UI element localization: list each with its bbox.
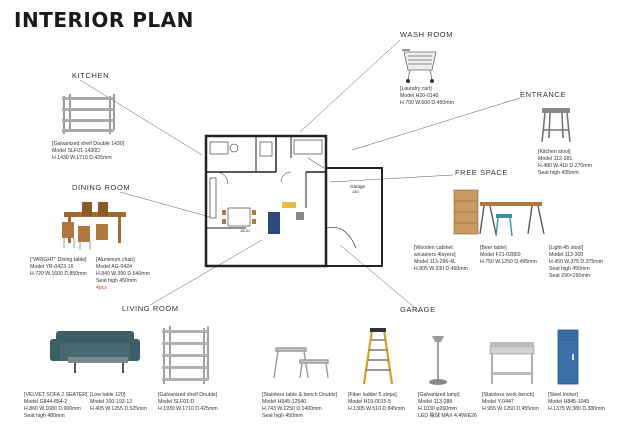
- caption-galvanized-shelf-1430: [Galvanized shelf Double 1430] Model SLF…: [52, 141, 125, 162]
- galvanized-lamp-image: [429, 336, 447, 385]
- caption-steel-locker: [Steel locker] Model H845-1045 H.1375 W.…: [548, 392, 605, 413]
- caption-galvanized-lamp: [Galvanized lamp] Model 113-288 H.1030 φ…: [418, 392, 477, 420]
- stainless-workbench-image: [489, 342, 535, 384]
- dining-leader: [119, 191, 211, 218]
- garage-leader: [339, 244, 421, 313]
- velvet-sofa-image: [50, 331, 140, 373]
- svg-text:18.3J: 18.3J: [240, 228, 250, 233]
- living-leader: [149, 239, 263, 306]
- section-free-space: FREE SPACE: [455, 168, 508, 177]
- caption-fiber-ladder: [Fiber ladder 5 steps] Model H19-0015-5 …: [348, 392, 405, 413]
- caption-aluminum-chair: [Aluminum chair] Model AG-0424 H.840 W.3…: [96, 257, 150, 292]
- caption-wooden-cabinet: [Wooden cabinet w/casters 4layers] Model…: [414, 245, 468, 273]
- free-space-furniture-image: [453, 189, 545, 237]
- svg-text:140: 140: [352, 189, 359, 194]
- plan-sofa: [268, 212, 280, 234]
- fiber-ladder-image: [362, 328, 394, 385]
- section-dining-room: DINING ROOM: [72, 183, 131, 192]
- caption-beer-table: [Beer table] Model F21-02869 H.750 W.125…: [480, 245, 537, 266]
- floor-plan: Garage 140 18.3J: [204, 134, 383, 268]
- caption-stainless-table-bench: [Stainless table & bench Double] Model H…: [262, 392, 337, 420]
- caption-velvet-sofa: [VELVET SOFA 2 SEATER] Model G844-854-2 …: [24, 392, 88, 420]
- caption-laundry-cart: [Laundry cart] Model H20-0140 H.700 W.60…: [400, 86, 454, 107]
- galvanized-shelf-double-image: [162, 326, 209, 384]
- kitchen-stool-image: [541, 108, 571, 143]
- page-title: INTERIOR PLAN: [14, 8, 194, 32]
- plan-dining-table: [227, 207, 251, 227]
- stainless-table-bench-image: [273, 347, 329, 379]
- caption-kitchen-stool: [Kitchen stool] Model 112-281 H.480 W.41…: [538, 149, 592, 177]
- caption-stainless-workbench: [Stainless work bench] Model Y-0447 H.95…: [482, 392, 539, 413]
- plan-furniture-yellow: [282, 202, 296, 208]
- kitchen-leader: [79, 79, 203, 156]
- caption-wright-table: ["WRIGHT" Dining table] Model YR-0423-16…: [30, 257, 87, 278]
- plan-garage-label: Garage: [350, 184, 366, 189]
- galvanized-shelf-1430-image: [62, 94, 115, 134]
- freespace-leader: [329, 174, 454, 183]
- caption-light-stool: [Light-45 stool] Model 113-300 H.450 W.3…: [549, 245, 603, 280]
- section-wash-room: WASH ROOM: [400, 30, 454, 39]
- section-living-room: LIVING ROOM: [122, 304, 179, 313]
- entrance-leader: [351, 97, 521, 151]
- laundry-cart-image: [402, 49, 437, 83]
- section-kitchen: KITCHEN: [72, 71, 110, 80]
- dining-set-image: [62, 202, 126, 250]
- caption-low-table: [Low table 120] Model 100-192-12 H.405 W…: [90, 392, 147, 413]
- steel-locker-image: [557, 329, 579, 385]
- section-entrance: ENTRANCE: [520, 90, 567, 99]
- section-garage: GARAGE: [400, 305, 436, 314]
- caption-galvanized-shelf-double: [Galvanized shelf Double] Model SLF01-D …: [158, 392, 218, 413]
- washroom-leader: [299, 39, 401, 133]
